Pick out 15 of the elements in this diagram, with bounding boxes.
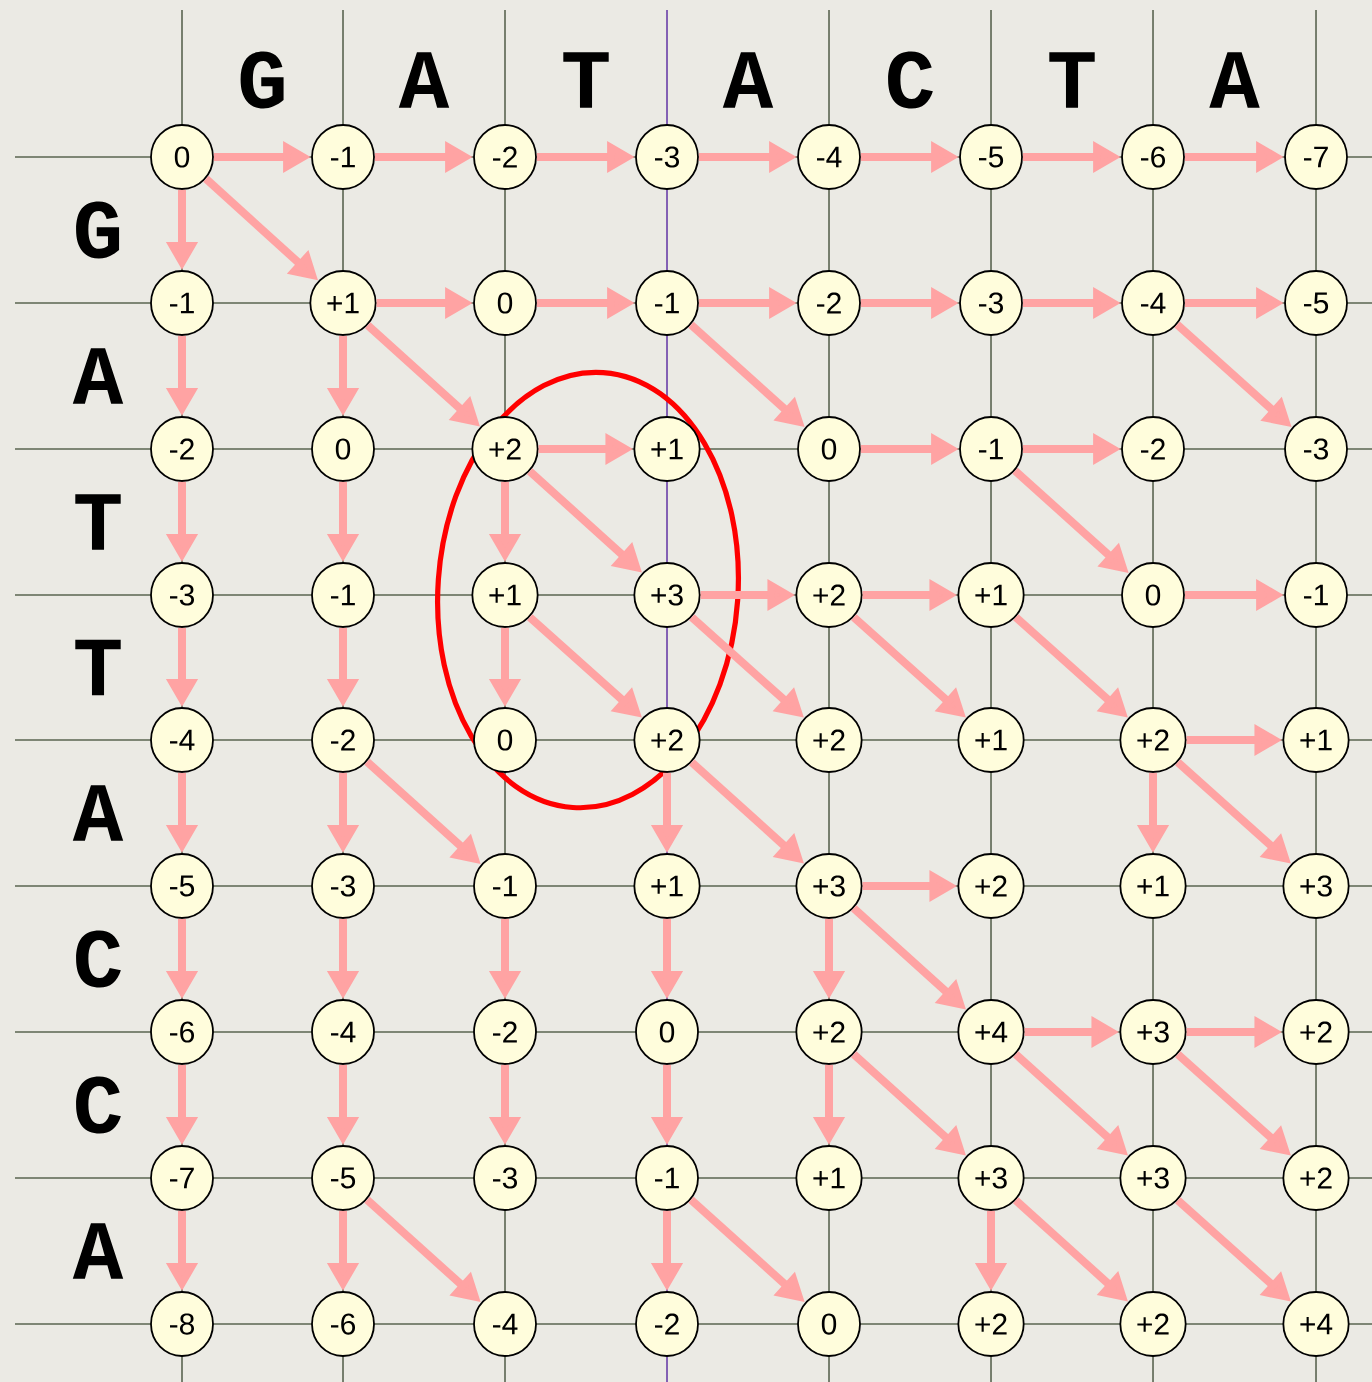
sequence-letter: T <box>75 494 121 550</box>
sequence-letter: G <box>76 201 120 259</box>
sequence-letter: C <box>888 51 933 109</box>
sequence-letter: A <box>398 52 450 108</box>
sequence-letter: G <box>240 51 284 109</box>
sequence-letter: A <box>722 52 774 108</box>
sequence-letter: C <box>76 1076 121 1134</box>
sequence-letter: A <box>72 348 124 404</box>
sequence-letter: T <box>1049 52 1095 108</box>
sequence-letter: A <box>72 1223 124 1279</box>
sequence-letter: A <box>1209 52 1260 108</box>
sequence-letter: A <box>72 785 124 841</box>
sequence-letter: T <box>75 639 121 696</box>
sequence-letter: T <box>563 52 609 108</box>
sequence-letter: C <box>76 930 121 988</box>
